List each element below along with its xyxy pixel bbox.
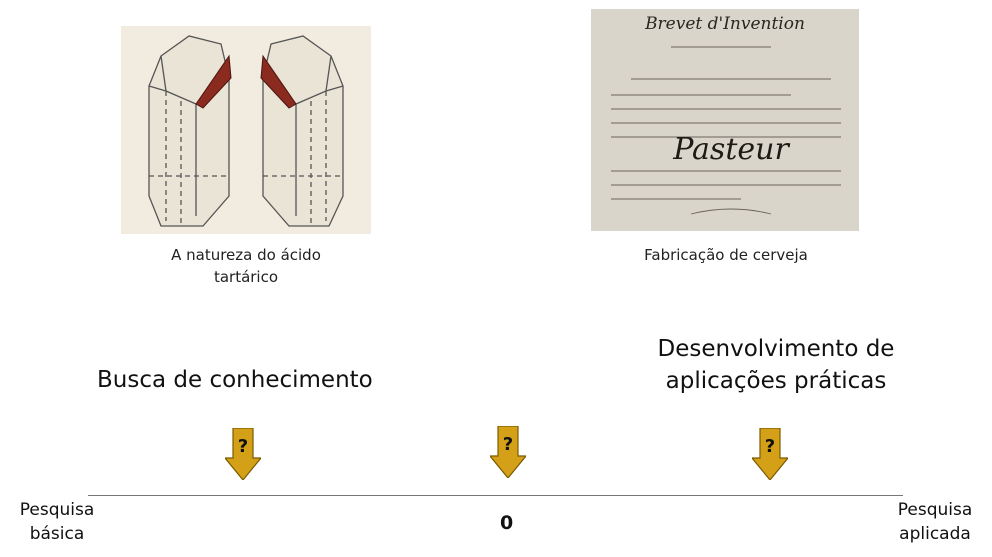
pasteur-patent-document-image: Brevet d'Invention Pasteur — [591, 9, 859, 231]
applied-research-heading-line2: aplicações práticas — [665, 368, 887, 394]
tartaric-acid-crystals-image — [121, 26, 371, 234]
axis-left-label: Pesquisa básica — [12, 498, 102, 546]
patent-signature: Pasteur — [672, 132, 790, 167]
question-arrow-icon-center: ? — [490, 426, 526, 478]
question-arrow-icon-right: ? — [752, 428, 788, 480]
crystal-image-caption: A natureza do ácido tartárico — [171, 246, 321, 286]
axis-right-label-line1: Pesquisa — [897, 500, 973, 520]
axis-center-label: 0 — [500, 512, 514, 534]
patent-image-caption: Fabricação de cerveja — [644, 246, 808, 264]
basic-research-heading: Busca de conhecimento — [97, 367, 373, 393]
patent-drawing: Brevet d'Invention Pasteur — [591, 9, 859, 231]
axis-right-label-line2: aplicada — [899, 524, 971, 544]
crystal-drawing — [148, 35, 344, 227]
axis-left-label-line1: Pesquisa — [19, 500, 95, 520]
patent-title: Brevet d'Invention — [644, 14, 805, 34]
research-spectrum-axis — [88, 495, 903, 496]
question-mark: ? — [238, 436, 248, 457]
question-arrow-icon-left: ? — [225, 428, 261, 480]
applied-research-heading: Desenvolvimento de aplicações práticas — [631, 333, 921, 397]
applied-research-heading-line1: Desenvolvimento de — [657, 336, 895, 362]
axis-right-label: Pesquisa aplicada — [885, 498, 985, 546]
question-mark: ? — [503, 434, 513, 455]
question-mark: ? — [765, 436, 775, 457]
axis-left-label-line2: básica — [29, 524, 85, 544]
